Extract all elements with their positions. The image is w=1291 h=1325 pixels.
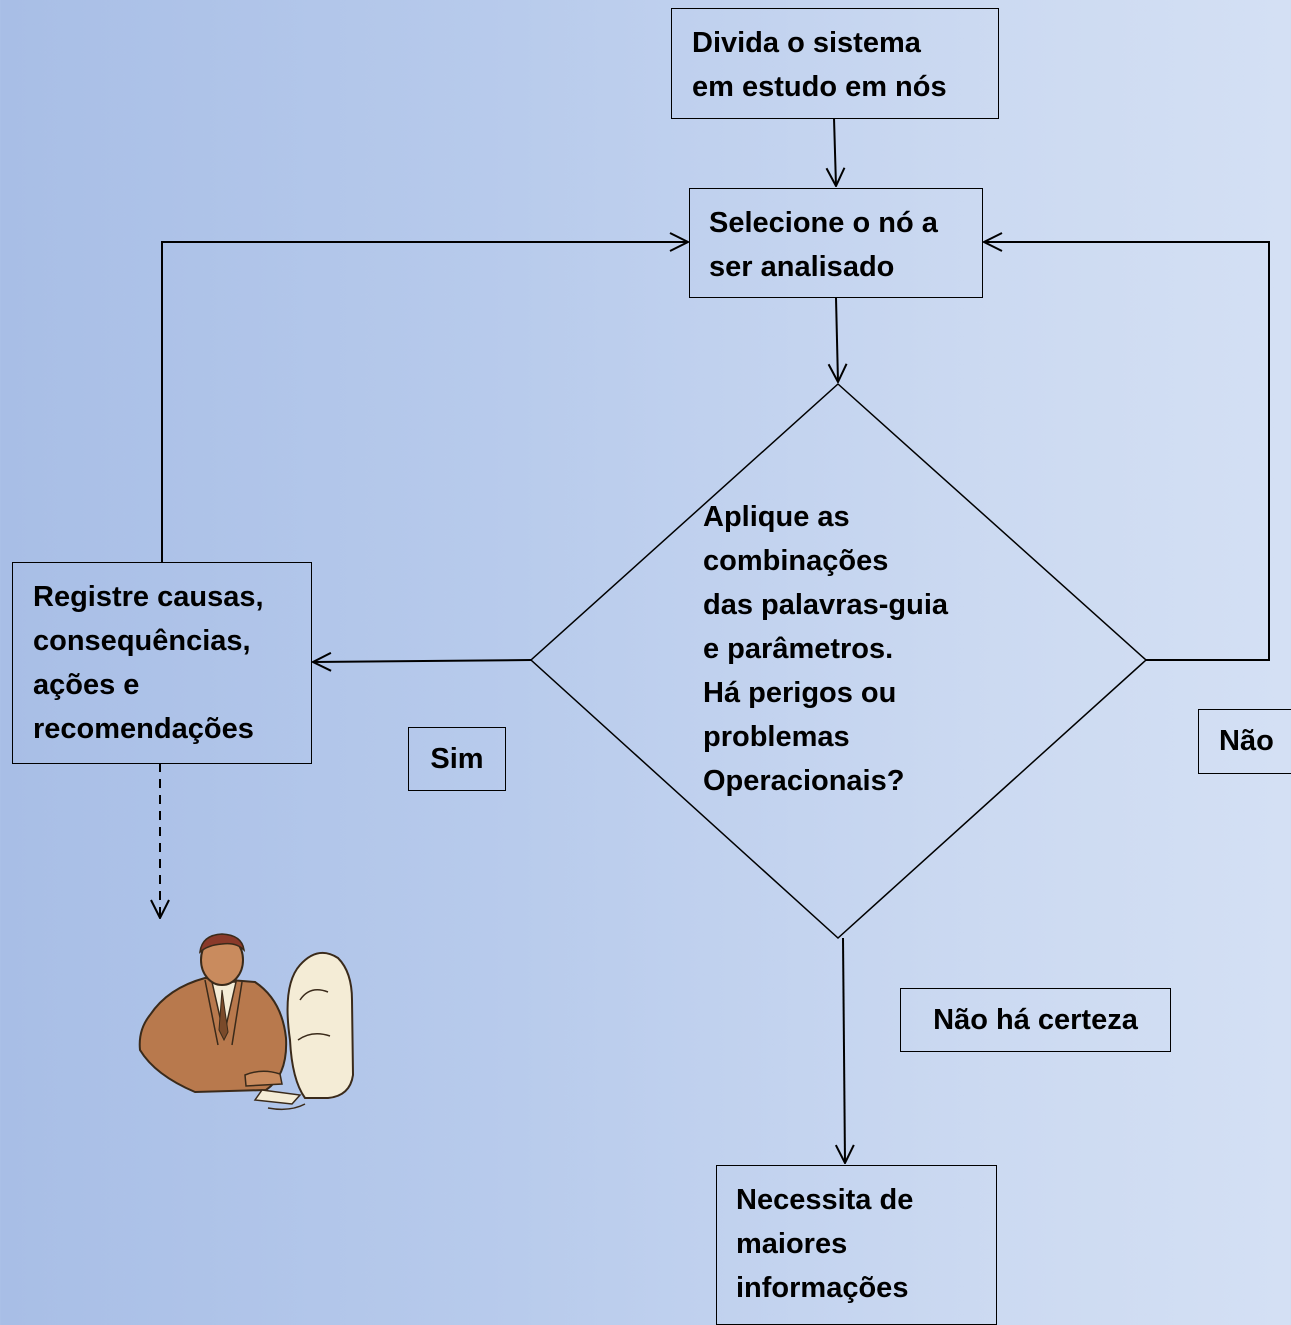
arrow-decision-to-register [313, 660, 532, 662]
person-at-computer-icon [138, 933, 355, 1111]
arrow-register-to-select [161, 242, 688, 562]
arrow-select-to-decision [836, 297, 838, 382]
arrow-decision-to-more-info [843, 937, 845, 1163]
arrow-decision-to-select-no [984, 242, 1270, 661]
node-decision-text: Aplique as combinações das palavras-guia… [703, 501, 948, 797]
edge-label-uncertain: Não há certeza [900, 988, 1171, 1052]
node-more-info: Necessita de maiores informações [716, 1165, 997, 1325]
edge-label-yes: Sim [408, 727, 506, 791]
node-divide-system: Divida o sistema em estudo em nós [671, 8, 999, 119]
node-select-node: Selecione o nó a ser analisado [689, 188, 983, 298]
decision-diamond [529, 382, 1148, 940]
arrow-divide-to-select [834, 117, 836, 186]
edge-label-no: Não [1198, 709, 1291, 774]
node-register: Registre causas, consequências, ações e … [12, 562, 312, 764]
